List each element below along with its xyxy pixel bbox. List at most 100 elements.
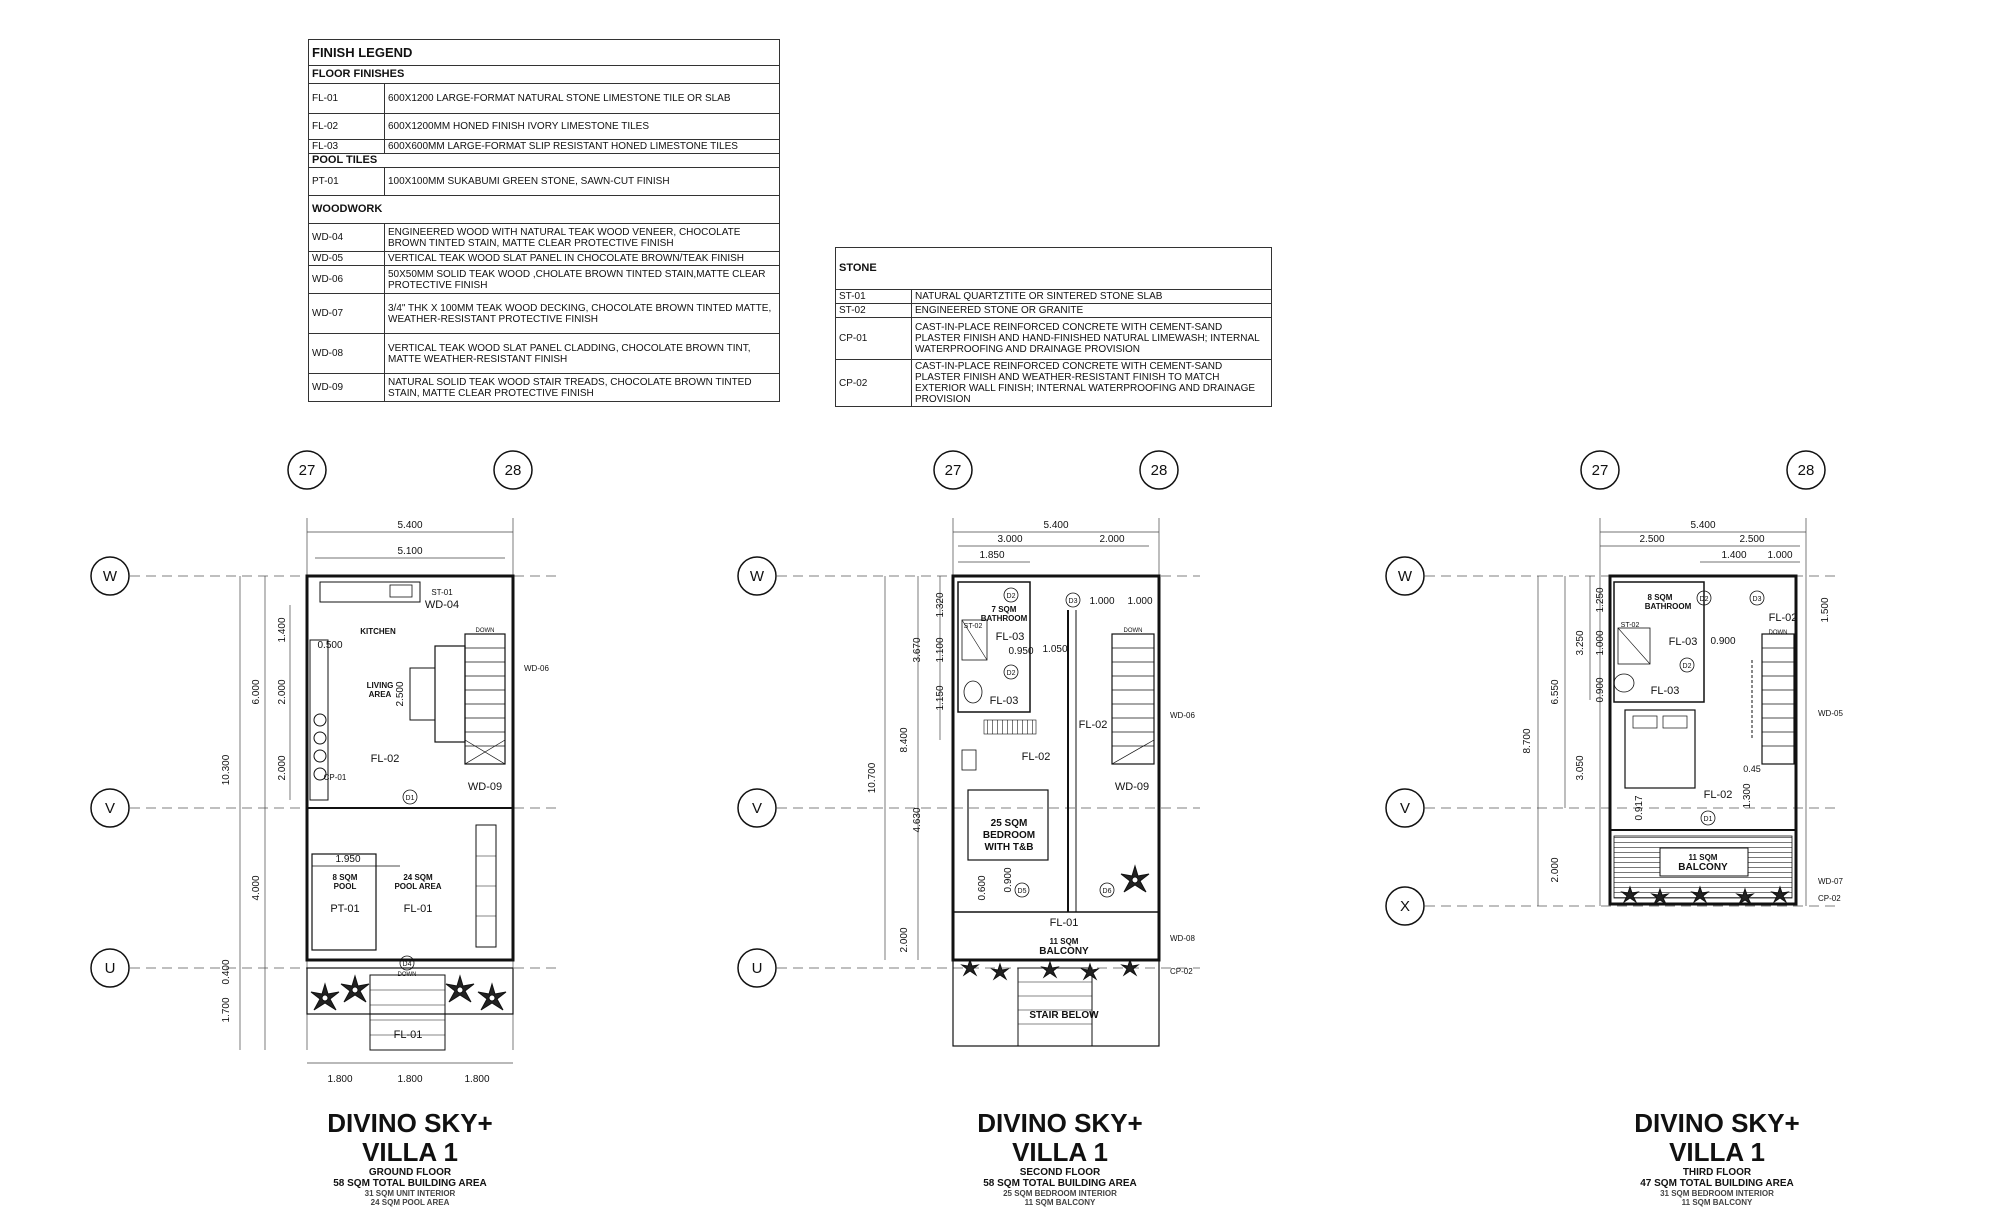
- finish-tag: WD-07: [1818, 877, 1843, 886]
- dim-label: 1.400: [277, 617, 288, 642]
- finish-tag: FL-03: [996, 631, 1025, 643]
- dim-label: 3.050: [1575, 755, 1586, 780]
- dim-label: 2.500: [1639, 534, 1664, 545]
- dim-label: 1.300: [1742, 783, 1753, 808]
- room-label: BATHROOM: [981, 614, 1028, 623]
- dim-label: 0.917: [1634, 795, 1645, 820]
- plan-total-area: 47 SQM TOTAL BUILDING AREA: [1640, 1178, 1794, 1189]
- dim-label: 0.45: [1743, 764, 1761, 774]
- finish-tag: FL-03: [990, 695, 1019, 707]
- dim-label: 8.400: [899, 727, 910, 752]
- dim-label: 2.000: [1099, 534, 1124, 545]
- dim-label: 3.250: [1575, 630, 1586, 655]
- grid-label: 27: [299, 462, 316, 479]
- third-floor-plan: [1385, 450, 1840, 926]
- tag-label: DOWN: [398, 972, 417, 978]
- dim-label: 1.320: [935, 592, 946, 617]
- room-label: 11 SQM: [1050, 937, 1079, 946]
- grid-label: V: [752, 800, 762, 817]
- finish-tag: WD-09: [468, 781, 502, 793]
- finish-tag: FL-01: [1050, 917, 1079, 929]
- legend-code: WD-08: [308, 333, 385, 374]
- dim-label: 6.000: [251, 679, 262, 704]
- dim-label: 1.000: [1767, 550, 1792, 561]
- finish-tag: FL-03: [1669, 636, 1698, 648]
- door-tag: D4: [403, 961, 412, 968]
- dim-label: 1.800: [327, 1074, 352, 1085]
- plan-floor: THIRD FLOOR: [1682, 1167, 1752, 1178]
- room-label: 8 SQM: [333, 873, 358, 882]
- legend-desc: 50X50MM SOLID TEAK WOOD ,CHOLATE BROWN T…: [384, 265, 780, 294]
- tag-label: CP-01: [324, 773, 347, 782]
- finish-tag: FL-02: [1769, 612, 1798, 624]
- legend-desc: VERTICAL TEAK WOOD SLAT PANEL CLADDING, …: [384, 333, 780, 374]
- plan-detail: 25 SQM BEDROOM INTERIOR: [1003, 1189, 1117, 1198]
- room-label: BEDROOM: [983, 830, 1035, 841]
- grid-label: W: [750, 568, 765, 585]
- grid-label: X: [1400, 898, 1410, 915]
- door-tag: D5: [1018, 888, 1027, 895]
- finish-tag: WD-04: [425, 599, 459, 611]
- dim-label: 4.630: [912, 807, 923, 832]
- room-label: LIVING: [367, 681, 394, 690]
- dim-label: 3.670: [912, 637, 923, 662]
- dim-label: 0.950: [1008, 646, 1033, 657]
- room-label: AREA: [369, 690, 392, 699]
- dim-label: 1.800: [397, 1074, 422, 1085]
- dim-label: 0.900: [1710, 636, 1735, 647]
- room-label: BALCONY: [1039, 946, 1089, 957]
- grid-label: W: [103, 568, 118, 585]
- finish-tag: CP-02: [1170, 967, 1193, 976]
- plan-title: DIVINO SKY+: [977, 1108, 1143, 1138]
- legend-desc: CAST-IN-PLACE REINFORCED CONCRETE WITH C…: [911, 317, 1272, 360]
- door-tag: D3: [1069, 598, 1078, 605]
- dim-label: 2.000: [277, 679, 288, 704]
- dim-label: 8.700: [1522, 728, 1533, 753]
- ground-floor-plan: [90, 450, 560, 1064]
- grid-label: V: [1400, 800, 1410, 817]
- dim-label: 1.150: [935, 685, 946, 710]
- finish-tag: FL-01: [404, 903, 433, 915]
- legend-code: FL-02: [308, 113, 385, 140]
- dim-label: 0.900: [1003, 867, 1014, 892]
- room-label: POOL: [334, 882, 357, 891]
- room-label: 7 SQM: [992, 605, 1017, 614]
- finish-tag: WD-05: [1818, 709, 1843, 718]
- dim-label: 1.050: [1042, 644, 1067, 655]
- dim-label: 1.700: [221, 997, 232, 1022]
- grid-label: U: [752, 960, 763, 977]
- legend-code: CP-02: [835, 359, 912, 407]
- grid-label: 27: [945, 462, 962, 479]
- legend-code: PT-01: [308, 167, 385, 196]
- dim-label: 1.850: [979, 550, 1004, 561]
- dim-label: 0.400: [221, 959, 232, 984]
- plan-title-block: DIVINO SKY+ VILLA 1 SECOND FLOOR 58 SQM …: [910, 1108, 1210, 1208]
- dim-label: 1.000: [1127, 596, 1152, 607]
- section-heading-stone: STONE: [835, 247, 1272, 290]
- finish-tag: WD-06: [1170, 711, 1195, 720]
- dim-label: 0.500: [317, 640, 342, 651]
- finish-tag: FL-02: [1704, 789, 1733, 801]
- door-tag: D1: [406, 795, 415, 802]
- legend-desc: ENGINEERED WOOD WITH NATURAL TEAK WOOD V…: [384, 223, 780, 252]
- plan-detail: 11 SQM BALCONY: [1024, 1198, 1096, 1207]
- dim-label: 3.000: [997, 534, 1022, 545]
- plan-detail: 11 SQM BALCONY: [1681, 1198, 1753, 1207]
- finish-tag: WD-09: [1115, 781, 1149, 793]
- dim-label: 1.400: [1721, 550, 1746, 561]
- tag-label: ST-01: [431, 588, 453, 597]
- finish-tag: FL-03: [1651, 685, 1680, 697]
- dim-label: 5.400: [1690, 520, 1715, 531]
- room-label: STAIR BELOW: [1029, 1010, 1099, 1021]
- room-label: 24 SQM: [403, 873, 433, 882]
- door-tag: D6: [1103, 888, 1112, 895]
- dim-label: 10.300: [221, 754, 232, 785]
- finish-tag: WD-06: [524, 664, 549, 673]
- grid-label: U: [105, 960, 116, 977]
- dim-label: 6.550: [1550, 679, 1561, 704]
- tag-label: DOWN: [476, 628, 495, 634]
- legend-desc: NATURAL SOLID TEAK WOOD STAIR TREADS, CH…: [384, 373, 780, 402]
- grid-label: W: [1398, 568, 1413, 585]
